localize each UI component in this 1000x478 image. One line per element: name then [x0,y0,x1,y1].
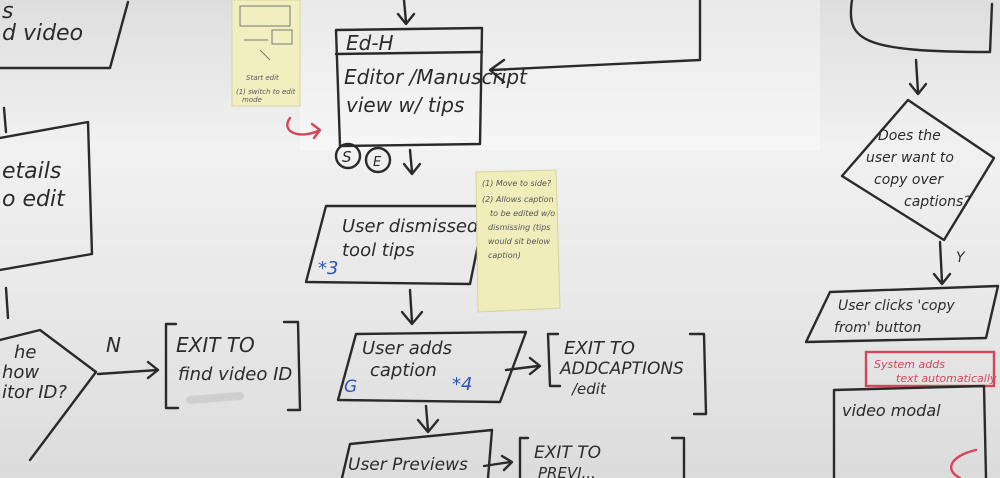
sticky-right-line-4: dismissing (tips [488,223,550,232]
left-diamond-text-1: he [14,342,36,363]
left-diamond-text-3: itor ID? [2,382,67,403]
adds-caption-box: User adds caption G *4 [336,330,542,434]
badge-s: S [342,148,352,166]
exit-preview-line-2: PREVI... [538,464,596,478]
exit-preview-line-1: EXIT TO [534,443,601,463]
copy-from-line-1: User clicks 'copy [838,298,955,314]
left-top-text-1: s [2,0,13,24]
edh-title: Ed-H [346,31,394,55]
left-top-text-2: d video [2,21,83,46]
branch-n-label: N [106,333,121,357]
dismiss-marker: *3 [318,258,338,279]
system-adds-box: System adds text automatically [864,350,997,388]
arrow-into-diamond [908,58,928,96]
window-reflection [300,0,820,150]
sticky-right-line-5: would sit below [488,237,551,246]
left-diamond-text-2: how [2,362,39,383]
adds-caption-star-marker: *4 [452,374,472,395]
left-diamond: he how itor ID? N [0,328,160,462]
edh-line-2: view w/ tips [346,93,464,117]
sticky-right-line-1: (1) Move to side? [482,179,552,188]
exit-preview-box: EXIT TO PREVI... [518,436,686,478]
diamond-line-2: user want to [866,150,954,166]
copy-from-box: User clicks 'copy from' button [804,284,1000,344]
copy-from-line-2: from' button [834,320,921,336]
diamond-line-3: copy over [874,172,944,188]
loop-arrow-into-edh [488,0,702,84]
dismiss-line-2: tool tips [342,240,415,261]
diamond-line-4: captions? [904,194,971,210]
exit-find-line-1: EXIT TO [176,333,255,357]
user-previews-box: User Previews [340,428,514,478]
red-arrow-bottom-right [950,448,978,478]
exit-addcaptions-line-2: ADDCAPTIONS [559,359,684,379]
system-adds-line-1: System adds [874,358,945,371]
adds-caption-g-marker: G [344,377,357,397]
sticky-top-left-line-1: Start edit [246,74,279,82]
system-adds-line-2: text automatically [896,372,997,385]
exit-addcaptions-line-1: EXIT TO [564,338,635,359]
left-top-shape: s d video [0,0,130,134]
sticky-note-right: (1) Move to side? (2) Allows caption to … [475,169,561,313]
exit-find-line-2: find video ID [178,364,292,385]
user-previews-line-1: User Previews [348,455,468,475]
copy-captions-diamond: Does the user want to copy over captions… [840,98,996,286]
sticky-right-line-6: caption) [488,251,521,260]
sticky-note-top-left: Start edit (1) switch to edit mode [231,0,301,107]
video-modal-label: video modal [842,401,941,420]
right-top-curve [849,0,994,54]
video-modal-box: video modal [832,384,988,478]
yes-branch-label: Y [956,250,966,266]
left-middle-text-2: o edit [2,187,66,212]
adds-caption-line-2: caption [370,360,437,381]
badge-e: E [373,155,382,170]
red-arrow-left [286,116,322,140]
dismiss-tooltips-box: User dismissed tool tips *3 [304,204,488,326]
sticky-top-left-line-2: (1) switch to edit [236,88,296,96]
exit-addcaptions-line-3: /edit [570,380,607,398]
left-middle-shape: etails o edit [0,120,94,320]
diamond-line-1: Does the [878,128,941,144]
exit-addcaptions-box: EXIT TO ADDCAPTIONS /edit [546,332,708,416]
dismiss-line-1: User dismissed [342,216,479,237]
sticky-right-line-2: (2) Allows caption [482,195,554,204]
exit-find-video-box: EXIT TO find video ID [164,320,302,412]
arrow-into-edh [396,0,416,26]
sticky-right-line-3: to be edited w/o [490,209,555,218]
left-middle-text-1: etails [2,159,61,184]
sticky-top-left-line-3: mode [242,96,262,104]
adds-caption-line-1: User adds [362,338,452,359]
